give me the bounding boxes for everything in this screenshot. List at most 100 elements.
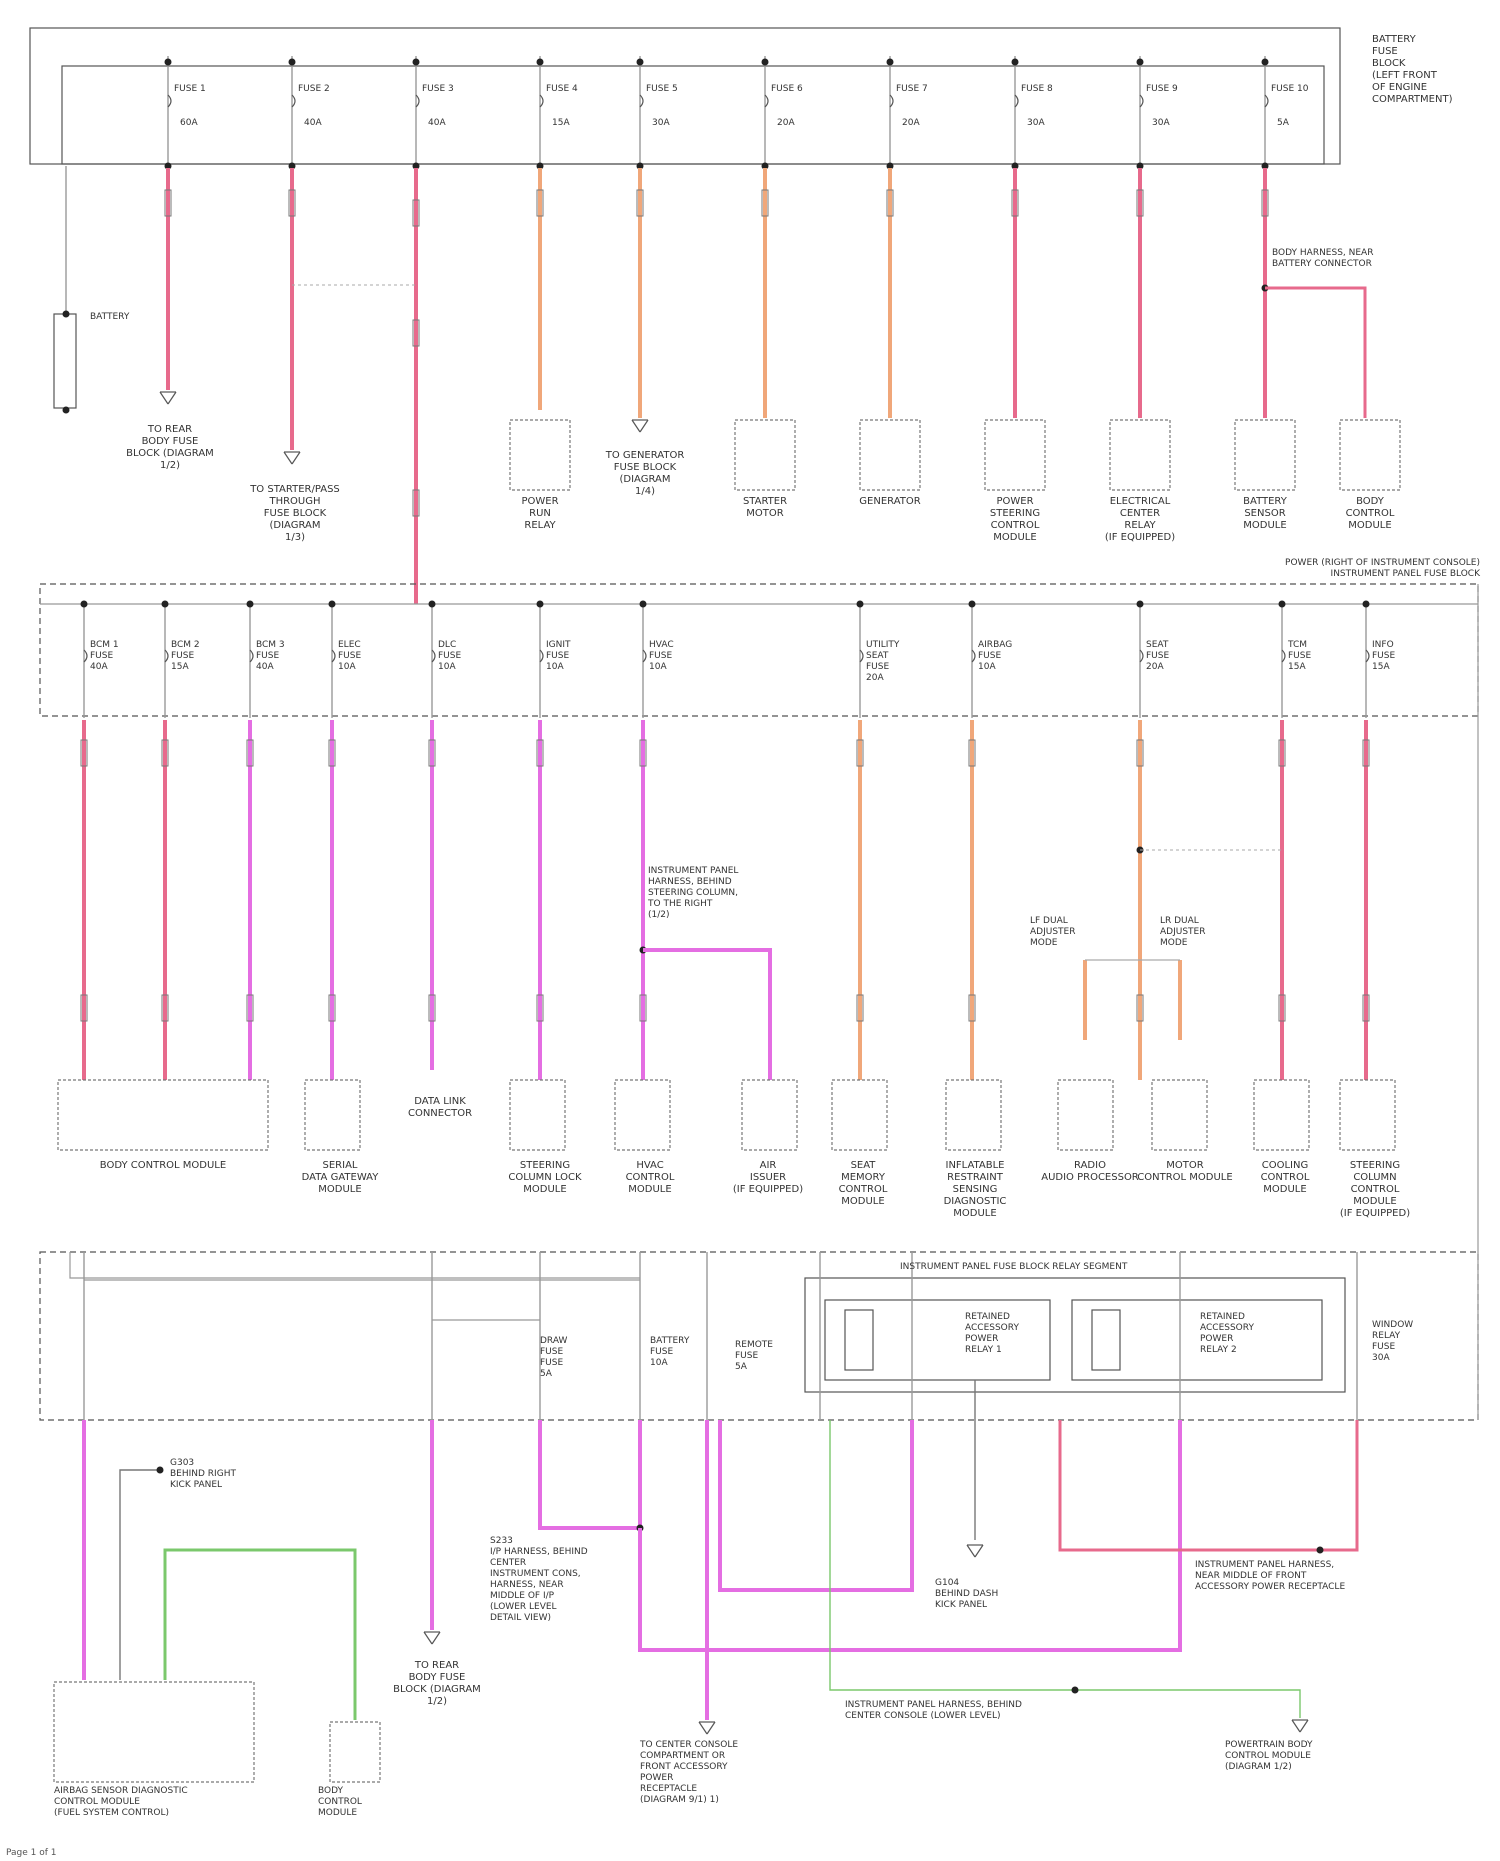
top-comp-7: POWER STEERING CONTROL MODULE xyxy=(960,496,1070,544)
fuse-10-rating: 5A xyxy=(1277,118,1317,129)
mid-comp-box-4 xyxy=(510,1080,565,1150)
top-comp-6: GENERATOR xyxy=(845,496,935,508)
ip-fuse-name-3: BCM 3 FUSE 40A xyxy=(256,640,316,673)
fuse-7-name: FUSE 7 xyxy=(896,84,956,95)
mid-comp-1: BODY CONTROL MODULE xyxy=(58,1160,268,1172)
top-comp-4: TO GENERATOR FUSE BLOCK (DIAGRAM 1/4) xyxy=(580,450,710,498)
seat-label-lr: LR DUAL ADJUSTER MODE xyxy=(1160,916,1250,949)
top-comp-box-7 xyxy=(985,420,1045,490)
lower-fuse-2: BATTERY FUSE 10A xyxy=(650,1336,710,1369)
fuse-1-top-node xyxy=(165,59,172,66)
mid-comp-box-5 xyxy=(615,1080,670,1150)
relay-1-coil xyxy=(845,1310,873,1370)
low-gnd-rear-c xyxy=(432,1632,440,1644)
top-fuse-block-inner xyxy=(62,66,1324,164)
low-splice-near-label: INSTRUMENT PANEL HARNESS, NEAR MIDDLE OF… xyxy=(1195,1560,1425,1593)
fuse-4-rating: 15A xyxy=(552,118,592,129)
top-comp-box-9 xyxy=(1235,420,1295,490)
ip-fuse-name-9: AIRBAG FUSE 10A xyxy=(978,640,1038,673)
mid-comp-9: RADIO AUDIO PROCESSOR xyxy=(1040,1160,1140,1184)
top-comp-5: STARTER MOTOR xyxy=(720,496,810,520)
fuse-4-top-node xyxy=(537,59,544,66)
ip-fuse-node-4 xyxy=(329,601,336,608)
ip-fuse-node-12 xyxy=(1363,601,1370,608)
low-ip-harness-label: INSTRUMENT PANEL HARNESS, BEHIND CENTER … xyxy=(845,1700,1115,1722)
lower-top-bus xyxy=(70,1252,640,1278)
ip-fuse-name-6: IGNIT FUSE 10A xyxy=(546,640,606,673)
battery-symbol xyxy=(54,314,76,408)
fuse-8-rating: 30A xyxy=(1027,118,1067,129)
relay-block-label: INSTRUMENT PANEL FUSE BLOCK RELAY SEGMEN… xyxy=(900,1262,1250,1273)
low-gnd-node xyxy=(157,1467,164,1474)
fuse-2-name: FUSE 2 xyxy=(298,84,358,95)
top-comp-box-6 xyxy=(860,420,920,490)
fuse-2-top-node xyxy=(289,59,296,66)
ip-fuse-block-label: POWER (RIGHT OF INSTRUMENT CONSOLE) INST… xyxy=(1240,558,1480,580)
battery-label: BATTERY xyxy=(90,312,170,323)
fuse-4-name: FUSE 4 xyxy=(546,84,606,95)
fuse-2-rating: 40A xyxy=(304,118,344,129)
low-gnd-g104-c xyxy=(975,1545,983,1557)
fuse-5-top-node xyxy=(637,59,644,66)
top-fuse-block-label: BATTERY FUSE BLOCK (LEFT FRONT OF ENGINE… xyxy=(1372,34,1482,106)
fuse-3-name: FUSE 3 xyxy=(422,84,482,95)
top-comp-box-8 xyxy=(1110,420,1170,490)
instrument-splice-label: INSTRUMENT PANEL HARNESS, BEHIND STEERIN… xyxy=(648,866,808,921)
low-wire-loop xyxy=(540,1420,640,1528)
mid-comp-2: SERIAL DATA GATEWAY MODULE xyxy=(290,1160,390,1196)
mid-comp-box-11 xyxy=(1254,1080,1309,1150)
low-gnd-rear-b xyxy=(424,1632,432,1644)
fuse-1-name: FUSE 1 xyxy=(174,84,234,95)
mid-comp-3: DATA LINK CONNECTOR xyxy=(390,1096,490,1120)
mid-comp-box-9 xyxy=(1058,1080,1113,1150)
low-splice-near xyxy=(1317,1547,1324,1554)
relay-2-label: RETAINED ACCESSORY POWER RELAY 2 xyxy=(1200,1312,1310,1356)
fuse-9-top-node xyxy=(1137,59,1144,66)
low-bcm-box xyxy=(330,1722,380,1782)
ip-fuse-name-8: UTILITY SEAT FUSE 20A xyxy=(866,640,926,684)
low-dash-node xyxy=(1072,1687,1079,1694)
mid-comp-box-8 xyxy=(946,1080,1001,1150)
top-comp-10: BODY CONTROL MODULE xyxy=(1315,496,1425,532)
gnd-2-b xyxy=(284,452,292,464)
low-ip-splice-label: S233 I/P HARNESS, BEHIND CENTER INSTRUME… xyxy=(490,1536,650,1624)
top-comp-box-10 xyxy=(1340,420,1400,490)
top-comp-box-5 xyxy=(735,420,795,490)
top-comp-2: TO STARTER/PASS THROUGH FUSE BLOCK (DIAG… xyxy=(220,484,370,544)
ip-fuse-name-10: SEAT FUSE 20A xyxy=(1146,640,1206,673)
mid-comp-5: HVAC CONTROL MODULE xyxy=(600,1160,700,1196)
mid-comp-10: MOTOR CONTROL MODULE xyxy=(1130,1160,1240,1184)
top-fuse-block-outer xyxy=(30,28,1340,164)
lower-fuse-4: WINDOW RELAY FUSE 30A xyxy=(1372,1320,1442,1364)
low-console-label: TO CENTER CONSOLE COMPARTMENT OR FRONT A… xyxy=(640,1740,790,1806)
fuse-9-name: FUSE 9 xyxy=(1146,84,1206,95)
fuse-10-name: FUSE 10 xyxy=(1271,84,1331,95)
low-gnd-powertrain-b xyxy=(1292,1720,1300,1732)
low-green-wire xyxy=(165,1550,355,1720)
mid-comp-box-2 xyxy=(305,1080,360,1150)
fuse-3-top-node xyxy=(413,59,420,66)
low-airbag-box xyxy=(54,1682,254,1782)
ip-fuse-node-1 xyxy=(81,601,88,608)
seat-label-lf: LF DUAL ADJUSTER MODE xyxy=(1030,916,1120,949)
fuse-10-top-node xyxy=(1262,59,1269,66)
low-gnd-powertrain-c xyxy=(1300,1720,1308,1732)
gnd-1-b xyxy=(160,392,168,404)
splice-wire xyxy=(1265,288,1365,418)
mid-comp-8: INFLATABLE RESTRAINT SENSING DIAGNOSTIC … xyxy=(920,1160,1030,1220)
ip-fuse-node-5 xyxy=(429,601,436,608)
mid-comp-box-7 xyxy=(832,1080,887,1150)
ip-fuse-node-6 xyxy=(537,601,544,608)
mid-comp-4: STEERING COLUMN LOCK MODULE xyxy=(495,1160,595,1196)
gnd-4-c xyxy=(640,420,648,432)
top-comp-3: POWER RUN RELAY xyxy=(490,496,590,532)
ip-fuse-name-7: HVAC FUSE 10A xyxy=(649,640,709,673)
page-footer: Page 1 of 1 xyxy=(6,1848,57,1858)
relay-1-label: RETAINED ACCESSORY POWER RELAY 1 xyxy=(965,1312,1065,1356)
low-powertrain-label: POWERTRAIN BODY CONTROL MODULE (DIAGRAM … xyxy=(1225,1740,1385,1773)
mid-comp-12: STEERING COLUMN CONTROL MODULE (IF EQUIP… xyxy=(1320,1160,1430,1220)
ip-fuse-name-4: ELEC FUSE 10A xyxy=(338,640,398,673)
gnd-4-b xyxy=(632,420,640,432)
low-airbag-label: AIRBAG SENSOR DIAGNOSTIC CONTROL MODULE … xyxy=(54,1786,254,1819)
fuse-5-name: FUSE 5 xyxy=(646,84,706,95)
